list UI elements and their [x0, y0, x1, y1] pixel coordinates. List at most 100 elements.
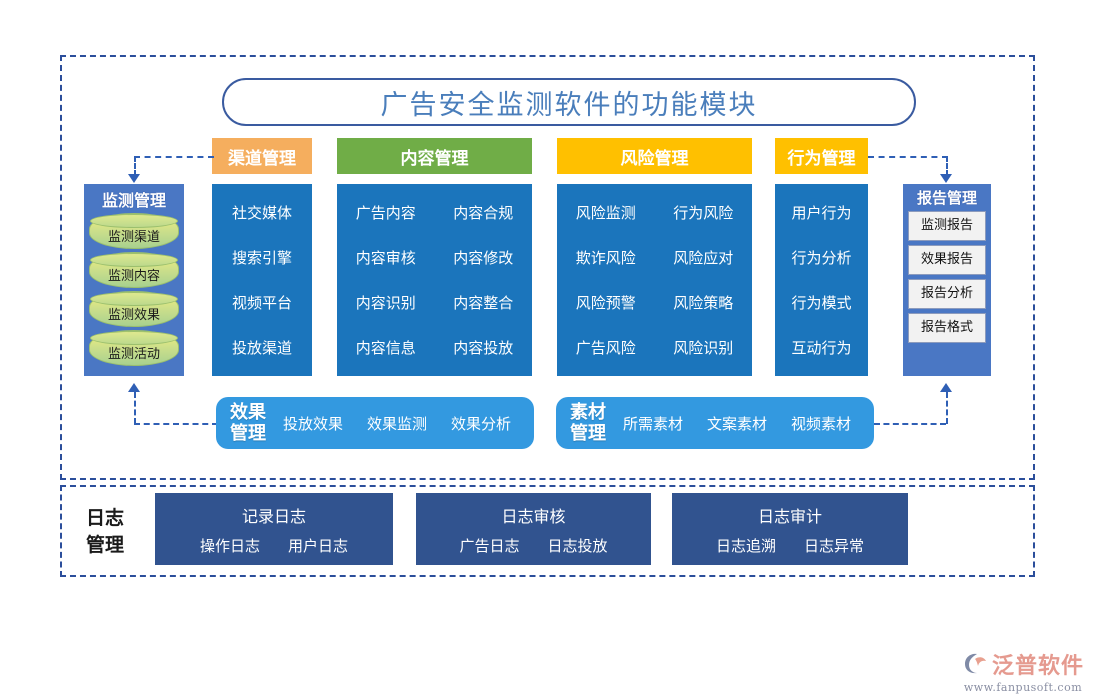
diagram-title: 广告安全监测软件的功能模块: [222, 78, 916, 126]
log-item-ad-log[interactable]: 广告日志: [459, 536, 520, 555]
arrow-down-to-monitoring: [128, 174, 140, 183]
connector-behavior-to-report-vertical: [946, 156, 948, 176]
table-row: 社交媒体: [212, 190, 312, 235]
cell-behavior-risk[interactable]: 行为风险: [673, 204, 734, 222]
cylinder-monitoring-content[interactable]: 监测内容: [89, 252, 179, 288]
arrow-down-to-report: [940, 174, 952, 183]
effect-management-label: 效果 管理: [230, 402, 266, 444]
cell-behavior-analysis[interactable]: 行为分析: [791, 249, 852, 267]
cell-video-platform[interactable]: 视频平台: [231, 294, 292, 312]
table-row: 搜索引擎: [212, 235, 312, 280]
cell-ad-risk[interactable]: 广告风险: [575, 339, 636, 357]
log-item-user-log[interactable]: 用户日志: [288, 536, 349, 555]
cell-search-engine[interactable]: 搜索引擎: [231, 249, 292, 267]
logo-name: 泛普软件: [992, 653, 1085, 679]
cylinder-label: 监测活动: [107, 347, 160, 362]
header-behavior-management[interactable]: 行为管理: [775, 138, 868, 174]
log-management-label: 日志 管理: [70, 505, 140, 559]
monitoring-management-panel[interactable]: 监测管理 监测渠道 监测内容 监测效果 监测活动: [84, 184, 184, 376]
cylinder-monitoring-channel[interactable]: 监测渠道: [89, 213, 179, 249]
connector-material-to-report-horizontal: [874, 423, 946, 425]
log-box-items: 操作日志 用户日志: [200, 535, 348, 556]
cell-content-edit[interactable]: 内容修改: [453, 249, 514, 267]
effect-management-box[interactable]: 效果 管理 投放效果 效果监测 效果分析: [216, 397, 534, 449]
cylinder-monitoring-effect[interactable]: 监测效果: [89, 291, 179, 327]
report-item-monitoring-report[interactable]: 监测报告: [908, 211, 986, 241]
table-row: 广告内容 内容合规: [337, 190, 532, 235]
effect-item-effect-monitoring[interactable]: 效果监测: [366, 414, 427, 433]
effect-item-delivery-effect[interactable]: 投放效果: [282, 414, 343, 433]
effect-item-effect-analysis[interactable]: 效果分析: [450, 414, 511, 433]
panel-channel-management[interactable]: 社交媒体 搜索引擎 视频平台 投放渠道: [212, 184, 312, 376]
cell-risk-strategy[interactable]: 风险策略: [673, 294, 734, 312]
material-management-items: 所需素材 文案素材 视频素材: [614, 413, 860, 434]
log-item-log-anomaly[interactable]: 日志异常: [804, 536, 865, 555]
log-item-log-tracing[interactable]: 日志追溯: [715, 536, 776, 555]
cylinder-label: 监测效果: [107, 308, 160, 323]
log-label-line2: 管理: [85, 534, 124, 556]
material-management-box[interactable]: 素材 管理 所需素材 文案素材 视频素材: [556, 397, 874, 449]
cell-risk-monitoring[interactable]: 风险监测: [575, 204, 636, 222]
cell-fraud-risk[interactable]: 欺诈风险: [575, 249, 636, 267]
cell-content-delivery[interactable]: 内容投放: [453, 339, 514, 357]
log-box-record[interactable]: 记录日志 操作日志 用户日志: [155, 493, 393, 565]
header-content-management[interactable]: 内容管理: [337, 138, 532, 174]
table-row: 行为分析: [775, 235, 868, 280]
connector-material-to-report-vertical: [946, 392, 948, 424]
panel-content-management[interactable]: 广告内容 内容合规 内容审核 内容修改 内容识别 内容整合 内容信息 内容投放: [337, 184, 532, 376]
cell-ad-content[interactable]: 广告内容: [355, 204, 416, 222]
report-item-report-format[interactable]: 报告格式: [908, 313, 986, 343]
log-item-operation-log[interactable]: 操作日志: [199, 536, 260, 555]
brand-logo: 泛普软件 www.fanpusoft.com: [962, 648, 1084, 694]
panel-risk-management[interactable]: 风险监测 行为风险 欺诈风险 风险应对 风险预警 风险策略 广告风险 风险识别: [557, 184, 752, 376]
cell-user-behavior[interactable]: 用户行为: [791, 204, 852, 222]
report-item-report-analysis[interactable]: 报告分析: [908, 279, 986, 309]
monitoring-management-title: 监测管理: [101, 191, 166, 210]
table-row: 视频平台: [212, 280, 312, 325]
cylinder-monitoring-activity[interactable]: 监测活动: [89, 330, 179, 366]
table-row: 行为模式: [775, 280, 868, 325]
connector-effect-to-monitoring-vertical: [134, 392, 136, 424]
arrow-up-to-monitoring: [128, 383, 140, 392]
cell-social-media[interactable]: 社交媒体: [231, 204, 292, 222]
log-box-review[interactable]: 日志审核 广告日志 日志投放: [416, 493, 651, 565]
table-row: 内容审核 内容修改: [337, 235, 532, 280]
cell-content-info[interactable]: 内容信息: [355, 339, 416, 357]
table-row: 广告风险 风险识别: [557, 325, 752, 370]
panel-behavior-management[interactable]: 用户行为 行为分析 行为模式 互动行为: [775, 184, 868, 376]
logo-url: www.fanpusoft.com: [963, 681, 1083, 694]
log-box-items: 广告日志 日志投放: [459, 535, 607, 556]
cell-interaction-behavior[interactable]: 互动行为: [791, 339, 852, 357]
cell-risk-response[interactable]: 风险应对: [673, 249, 734, 267]
report-management-title: 报告管理: [916, 189, 977, 207]
report-item-effect-report[interactable]: 效果报告: [908, 245, 986, 275]
log-box-title: 日志审计: [757, 506, 822, 526]
header-channel-management[interactable]: 渠道管理: [212, 138, 312, 174]
header-risk-management[interactable]: 风险管理: [557, 138, 752, 174]
cell-risk-warning[interactable]: 风险预警: [575, 294, 636, 312]
connector-effect-to-monitoring-horizontal: [134, 423, 218, 425]
log-box-title: 日志审核: [501, 506, 566, 526]
cell-content-recognition[interactable]: 内容识别: [355, 294, 416, 312]
fanpu-logo-icon: [962, 651, 988, 677]
cell-content-review[interactable]: 内容审核: [355, 249, 416, 267]
cell-delivery-channel[interactable]: 投放渠道: [231, 339, 292, 357]
report-management-panel[interactable]: 报告管理 监测报告 效果报告 报告分析 报告格式: [903, 184, 991, 376]
material-item-required-material[interactable]: 所需素材: [622, 414, 683, 433]
cell-content-integration[interactable]: 内容整合: [453, 294, 514, 312]
material-management-label: 素材 管理: [570, 402, 606, 444]
material-item-copy-material[interactable]: 文案素材: [706, 414, 767, 433]
diagram-title-text: 广告安全监测软件的功能模块: [380, 89, 758, 121]
effect-management-items: 投放效果 效果监测 效果分析: [274, 413, 520, 434]
log-item-log-delivery[interactable]: 日志投放: [547, 536, 608, 555]
log-box-audit[interactable]: 日志审计 日志追溯 日志异常: [672, 493, 908, 565]
connector-channel-to-monitoring-vertical: [134, 156, 136, 176]
cell-risk-identification[interactable]: 风险识别: [673, 339, 734, 357]
connector-channel-to-monitoring-horizontal: [134, 156, 214, 158]
table-row: 内容识别 内容整合: [337, 280, 532, 325]
cell-content-compliance[interactable]: 内容合规: [453, 204, 514, 222]
cell-behavior-pattern[interactable]: 行为模式: [791, 294, 852, 312]
main-section-border: [60, 55, 1035, 480]
material-item-video-material[interactable]: 视频素材: [790, 414, 851, 433]
